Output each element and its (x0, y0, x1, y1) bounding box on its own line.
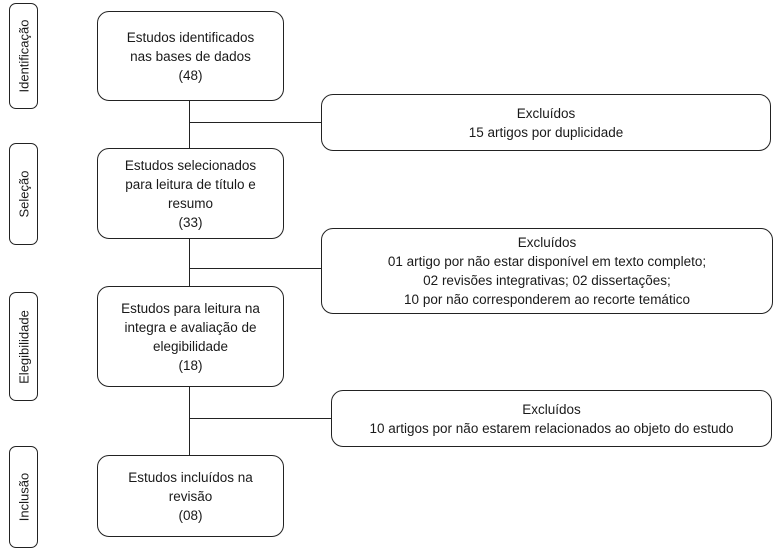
excluded-screening-line-2: 02 revisões integrativas; 02 dissertaçõe… (423, 273, 671, 288)
excluded-duplicates-detail: 15 artigos por duplicidade (468, 124, 624, 140)
exclusion-connector-1 (189, 122, 322, 123)
eligibility-line-2: integra e avaliação de (124, 319, 257, 335)
box-excluded-duplicates: Excluídos 15 artigos por duplicidade (321, 94, 771, 151)
identified-line-2: nas bases de dados (130, 48, 251, 64)
stage-identificacao-text: Identificação (16, 19, 31, 93)
flow-connector-1 (189, 100, 190, 149)
excluded-duplicates-title: Excluídos (516, 105, 576, 121)
box-studies-included: Estudos incluídos na revisão (08) (97, 455, 284, 537)
stage-elegibilidade-text: Elegibilidade (16, 309, 31, 384)
identified-line-1: Estudos identificados (126, 29, 255, 45)
identified-count: (48) (178, 67, 203, 83)
stage-label-identificacao: Identificação (9, 3, 38, 109)
excluded-eligibility-title: Excluídos (522, 401, 581, 417)
flow-connector-2 (189, 239, 190, 287)
eligibility-line-1: Estudos para leitura na (121, 300, 260, 316)
selected-line-3: resumo (167, 195, 213, 211)
selected-count: (33) (178, 214, 203, 230)
included-line-2: revisão (168, 488, 213, 504)
box-excluded-eligibility: Excluídos 10 artigos por não estarem rel… (331, 390, 772, 447)
stage-label-inclusao: Inclusão (9, 446, 38, 548)
exclusion-connector-3 (189, 418, 332, 419)
excluded-screening-title: Excluídos (517, 235, 577, 250)
excluded-eligibility-detail: 10 artigos por não estarem relacionados … (369, 420, 734, 436)
box-studies-identified: Estudos identificados nas bases de dados… (97, 11, 284, 101)
selected-line-1: Estudos selecionados (124, 157, 257, 173)
included-line-1: Estudos incluídos na (128, 469, 253, 485)
eligibility-count: (18) (178, 357, 203, 373)
stage-selecao-text: Seleção (16, 170, 31, 218)
box-excluded-screening: Excluídos 01 artigo por não estar dispon… (321, 228, 773, 314)
excluded-screening-line-1: 01 artigo por não estar disponível em te… (387, 254, 707, 269)
selected-line-2: para leitura de título e (125, 176, 256, 192)
exclusion-connector-2 (189, 268, 322, 269)
stage-inclusao-text: Inclusão (16, 472, 31, 522)
eligibility-line-3: elegibilidade (152, 338, 229, 354)
included-count: (08) (178, 507, 203, 523)
flow-connector-3 (189, 386, 190, 456)
stage-label-selecao: Seleção (9, 143, 38, 245)
box-studies-selected: Estudos selecionados para leitura de tít… (97, 148, 284, 239)
excluded-screening-line-3: 10 por não corresponderem ao recorte tem… (404, 292, 690, 307)
box-studies-eligibility: Estudos para leitura na integra e avalia… (97, 286, 284, 387)
stage-label-elegibilidade: Elegibilidade (9, 292, 38, 401)
